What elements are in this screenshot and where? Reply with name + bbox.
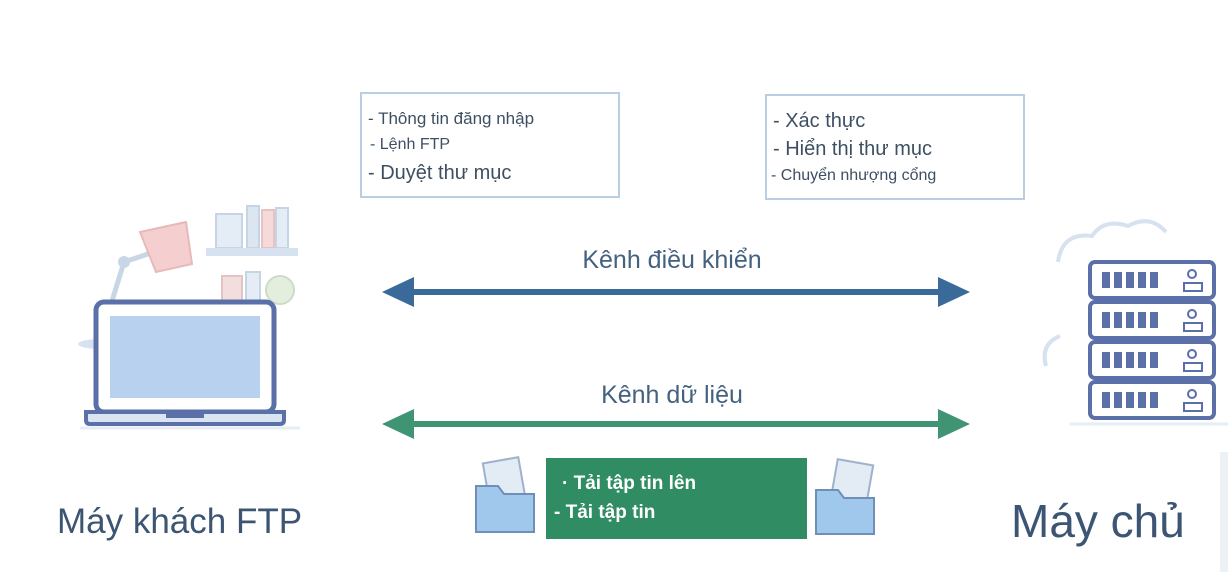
- right-edge-panel: [1220, 452, 1228, 572]
- client-info-item: - Duyệt thư mục: [368, 162, 512, 184]
- client-desk-scene: [78, 205, 300, 430]
- client-label: Máy khách FTP: [57, 502, 303, 541]
- server-info-item: - Xác thực: [773, 110, 866, 132]
- transfer-item: · Tải tập tin lên: [562, 473, 697, 494]
- client-info-box: - Thông tin đăng nhập - Lệnh FTP - Duyệt…: [360, 92, 620, 198]
- control-channel-arrow: [382, 277, 970, 307]
- server-info-box: - Xác thực - Hiển thị thư mục - Chuyển n…: [765, 94, 1025, 200]
- transfer-actions-box: · Tải tập tin lên - Tải tập tin: [546, 458, 807, 539]
- server-info-item: - Chuyển nhượng cổng: [771, 167, 937, 184]
- server-label: Máy chủ: [1011, 495, 1185, 547]
- folder-right-icon: [815, 458, 875, 535]
- laptop-icon: [84, 299, 286, 426]
- client-info-item: - Lệnh FTP: [370, 136, 451, 153]
- data-channel-label: Kênh dữ liệu: [601, 381, 743, 409]
- server-rack-icon: [1042, 219, 1228, 426]
- control-channel-label: Kênh điều khiển: [582, 246, 762, 274]
- folder-left-icon: [475, 456, 535, 533]
- server-info-item: - Hiển thị thư mục: [773, 138, 932, 160]
- data-channel-arrow: [382, 409, 970, 439]
- transfer-item: - Tải tập tin: [554, 502, 656, 523]
- client-info-item: - Thông tin đăng nhập: [368, 109, 535, 128]
